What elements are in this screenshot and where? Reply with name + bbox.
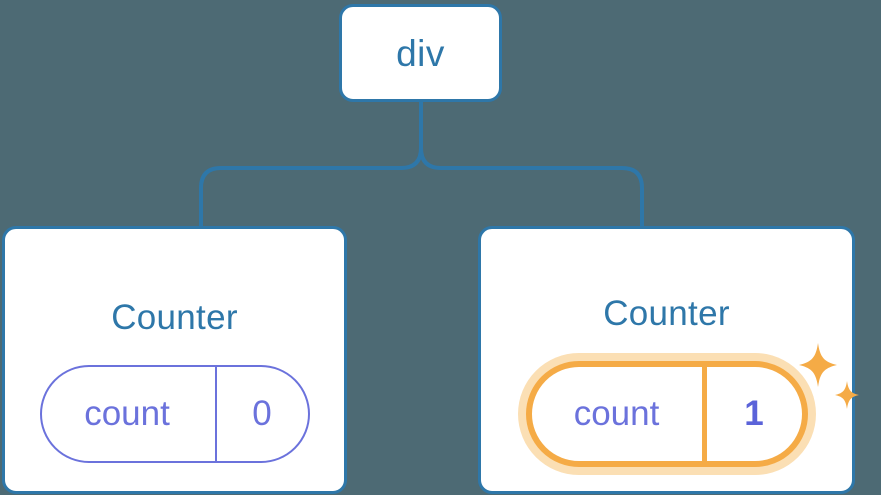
node-title: Counter — [111, 297, 238, 337]
state-pill-highlighted[interactable]: count 1 — [525, 360, 808, 467]
node-root-div[interactable]: div — [339, 4, 502, 102]
sparkle-small-icon — [834, 380, 859, 409]
state-value: 1 — [744, 393, 764, 433]
node-counter-right[interactable]: Counter count 1 — [478, 226, 859, 494]
state-key: count — [42, 366, 217, 461]
sparkle-icon — [798, 342, 837, 387]
state-value: 0 — [252, 393, 272, 433]
node-counter-left[interactable]: Counter count 0 — [2, 226, 347, 494]
state-pill-wrapper: count 1 — [525, 342, 859, 467]
node-root-label: div — [396, 32, 445, 74]
state-key: count — [532, 366, 707, 461]
state-pill-wrapper: count 0 — [39, 364, 310, 463]
node-title: Counter — [603, 293, 730, 333]
state-pill[interactable]: count 0 — [39, 364, 310, 463]
